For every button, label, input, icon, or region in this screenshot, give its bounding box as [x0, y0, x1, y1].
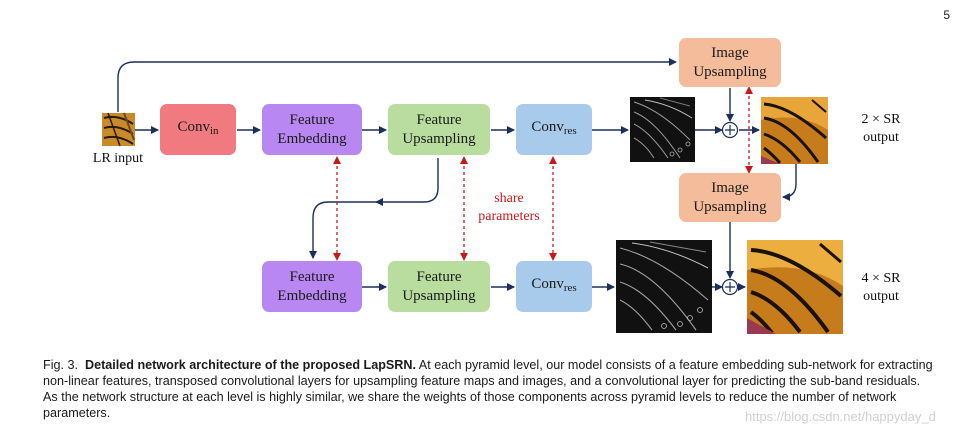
plus-circle-icon — [721, 121, 739, 139]
feature-upsampling-line2: Upsampling — [402, 130, 476, 147]
image-upsampling-block: Image Upsampling — [679, 173, 781, 222]
feature-upsampling-line1: Feature — [416, 268, 462, 285]
plus-circle-icon — [721, 278, 739, 296]
image-upsampling-line2: Upsampling — [693, 63, 767, 80]
sr2-output-label: 2 × SR output — [846, 111, 916, 147]
image-upsampling-line1: Image — [711, 179, 749, 196]
feature-embedding-line2: Embedding — [277, 130, 347, 147]
conv-res-label: Conv — [531, 119, 564, 135]
image-upsampling-block: Image Upsampling — [679, 38, 781, 87]
feature-embedding-block: Feature Embedding — [262, 104, 362, 155]
image-upsampling-line2: Upsampling — [693, 198, 767, 215]
arrow-output-2x-to-image-upsampling — [782, 164, 797, 201]
conv-res-label: Conv — [531, 276, 564, 292]
sr2-line2: output — [863, 130, 899, 145]
feature-embedding-line1: Feature — [289, 111, 335, 128]
conv-res-subscript: res — [563, 282, 577, 294]
conv-in-label: Conv — [177, 119, 210, 135]
sr2-line1: 2 × SR — [861, 112, 901, 127]
watermark: https://blog.csdn.net/happyday_d — [745, 409, 936, 424]
share-line1: share — [494, 191, 524, 206]
residual-edge-image — [616, 240, 712, 333]
skip-arrow-lr-to-image-upsampling — [117, 58, 677, 112]
conv-res-subscript: res — [563, 125, 577, 137]
figure-caption: Fig. 3. Detailed network architecture of… — [43, 357, 933, 421]
caption-title: Detailed network architecture of the pro… — [85, 358, 416, 372]
butterfly-image — [747, 240, 843, 335]
sr4-line2: output — [863, 289, 899, 304]
sr4-line1: 4 × SR — [861, 271, 901, 286]
feature-embedding-line1: Feature — [289, 268, 335, 285]
butterfly-image — [761, 97, 828, 164]
caption-fig-number: Fig. 3. — [43, 358, 78, 372]
feature-upsampling-line2: Upsampling — [402, 287, 476, 304]
conv-in-subscript: in — [209, 125, 219, 137]
caption-body: At each pyramid level, our model consist… — [43, 358, 933, 420]
feature-upsampling-block: Feature Upsampling — [388, 261, 490, 312]
arrow-feature-upsampling-to-bottom-embedding — [309, 158, 439, 259]
conv-res-block: Convres — [516, 261, 592, 312]
lr-input-label: LR input — [92, 151, 144, 166]
lr-input-image — [102, 112, 135, 147]
feature-upsampling-line1: Feature — [416, 111, 462, 128]
feature-upsampling-block: Feature Upsampling — [388, 104, 490, 155]
conv-in-block: Convin — [160, 104, 236, 155]
share-line2: parameters — [478, 209, 540, 224]
sr4-output-label: 4 × SR output — [846, 270, 916, 306]
page-number: 5 — [943, 8, 950, 22]
conv-res-block: Convres — [516, 104, 592, 155]
share-parameters-label: share parameters — [468, 190, 550, 226]
feature-embedding-block: Feature Embedding — [262, 261, 362, 312]
feature-embedding-line2: Embedding — [277, 287, 347, 304]
image-upsampling-line1: Image — [711, 44, 749, 61]
residual-edge-image — [630, 97, 695, 162]
